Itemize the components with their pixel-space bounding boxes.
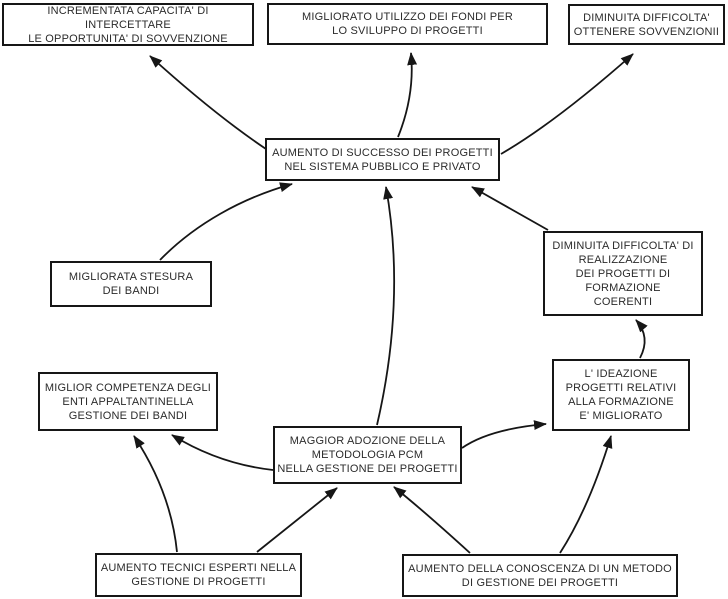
arrow-tecnici-to-competenza [133,435,178,553]
arrow-successo-to-incrementata [149,55,267,150]
node-miglior-competenza-enti: MIGLIOR COMPETENZA DEGLI ENTI APPALTANTI… [38,372,218,431]
arrow-conoscenza-to-ideazione [559,435,613,554]
node-migliorato-utilizzo-fondi: MIGLIORATO UTILIZZO DEI FONDI PER LO SVI… [267,3,548,45]
arrow-ideazione-to-realizzazione [635,319,648,359]
node-aumento-tecnici-esperti: AUMENTO TECNICI ESPERTI NELLA GESTIONE D… [95,553,302,597]
node-aumento-conoscenza-metodo: AUMENTO DELLA CONOSCENZA DI UN METODO DI… [402,554,678,597]
arrow-successo-to-diminuita-sovvenzioni [500,53,634,155]
node-diminuita-difficolta-realizzazione: DIMINUITA DIFFICOLTA' DI REALIZZAZIONE D… [543,231,703,316]
arrow-stesura-to-successo [159,182,293,261]
arrow-pcm-to-ideazione [461,420,547,449]
arrow-realizzazione-to-successo [471,186,549,231]
node-incrementata-capacita: INCREMENTATA CAPACITA' DI INTERCETTARE L… [2,3,254,46]
arrow-pcm-to-competenza [171,434,274,471]
arrow-successo-to-utilizzo-fondi [397,52,418,138]
node-diminuita-difficolta-sovvenzioni: DIMINUITA DIFFICOLTA' OTTENERE SOVVENZIO… [568,4,725,45]
node-aumento-successo-progetti: AUMENTO DI SUCCESSO DEI PROGETTI NEL SIS… [265,138,500,181]
arrow-conoscenza-to-pcm [393,486,471,554]
node-migliorata-stesura-bandi: MIGLIORATA STESURA DEI BANDI [50,261,212,307]
arrow-pcm-to-successo [376,186,396,426]
node-ideazione-progetti-formazione: L' IDEAZIONE PROGETTI RELATIVI ALLA FORM… [552,359,690,431]
node-maggior-adozione-pcm: MAGGIOR ADOZIONE DELLA METODOLOGIA PCM N… [273,426,462,484]
arrow-tecnici-to-pcm [256,487,338,553]
